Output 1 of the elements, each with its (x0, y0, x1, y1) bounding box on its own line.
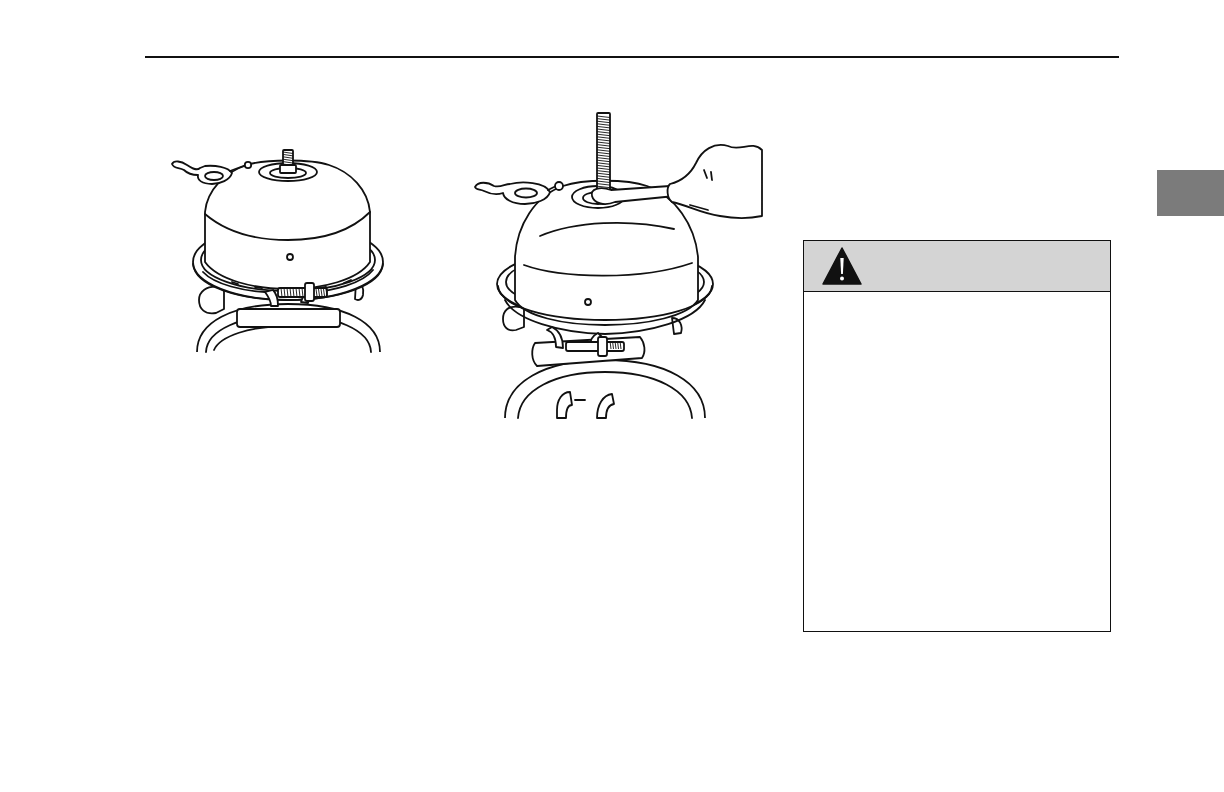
warning-box (803, 240, 1111, 632)
